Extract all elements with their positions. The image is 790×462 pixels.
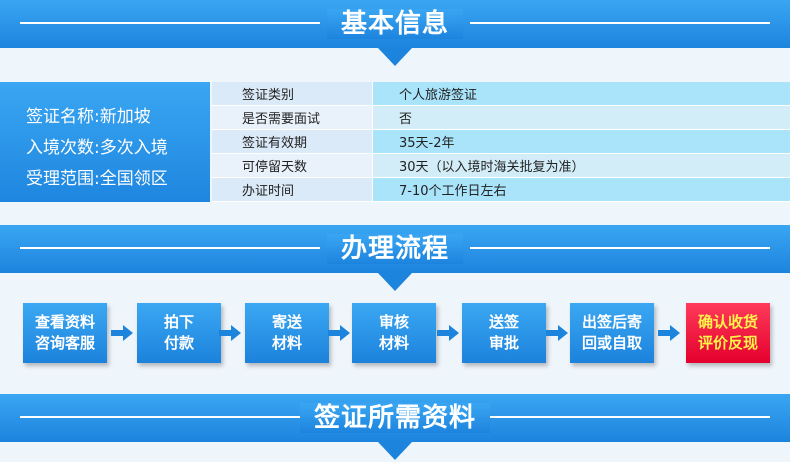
visa-info-table: 签证类别 个人旅游签证 是否需要面试 否 签证有效期 35天-2年 可停留天数 … (212, 82, 790, 202)
row-key: 签证类别 (212, 82, 373, 106)
section-banner-materials: 签证所需资料 (0, 394, 790, 442)
step-confirm-receipt: 确认收货 评价反现 (686, 303, 770, 363)
row-key: 是否需要面试 (212, 105, 373, 130)
banner-notch (378, 273, 412, 291)
step-label: 查看资料 咨询客服 (34, 313, 95, 352)
step-label: 确认收货 评价反现 (697, 313, 758, 352)
step-label: 出签后寄 回或自取 (581, 313, 642, 352)
table-row: 办证时间 7-10个工作日左右 (212, 177, 790, 202)
banner-line-right (490, 416, 770, 418)
banner-line-right (470, 22, 770, 24)
step-send-materials: 寄送 材料 (245, 303, 329, 363)
visa-summary: 签证名称:新加坡 入境次数:多次入境 受理范围:全国领区 (0, 82, 210, 202)
step-label: 审核 材料 (378, 313, 409, 352)
step-pay: 拍下 付款 (137, 303, 221, 363)
arrow-right-icon (437, 325, 459, 341)
step-return: 出签后寄 回或自取 (570, 303, 654, 363)
section-banner-process: 办理流程 (0, 225, 790, 273)
step-review-materials: 审核 材料 (352, 303, 436, 363)
visa-name: 签证名称:新加坡 (26, 107, 151, 127)
table-row: 可停留天数 30天（以入境时海关批复为准） (212, 153, 790, 178)
row-value: 个人旅游签证 (372, 82, 790, 106)
section-banner-basic-info: 基本信息 (0, 0, 790, 48)
table-row: 签证类别 个人旅游签证 (212, 82, 790, 106)
section-title: 办理流程 (326, 234, 463, 264)
table-row: 签证有效期 35天-2年 (212, 129, 790, 154)
step-view-info: 查看资料 咨询客服 (23, 303, 107, 363)
banner-notch (378, 442, 412, 460)
banner-line-left (20, 416, 300, 418)
arrow-right-icon (546, 325, 568, 341)
service-scope: 受理范围:全国领区 (26, 169, 168, 189)
section-title: 基本信息 (326, 9, 463, 39)
arrow-right-icon (658, 325, 680, 341)
arrow-right-icon (219, 325, 241, 341)
row-key: 签证有效期 (212, 129, 373, 154)
step-submit-visa: 送签 审批 (462, 303, 546, 363)
row-key: 可停留天数 (212, 153, 373, 178)
arrow-right-icon (111, 325, 133, 341)
basic-info-panel: 签证名称:新加坡 入境次数:多次入境 受理范围:全国领区 签证类别 个人旅游签证… (0, 82, 790, 202)
banner-line-right (470, 247, 770, 249)
row-value: 30天（以入境时海关批复为准） (372, 153, 790, 178)
banner-line-left (20, 247, 320, 249)
step-label: 送签 审批 (488, 313, 519, 352)
entry-times: 入境次数:多次入境 (26, 138, 168, 158)
step-label: 寄送 材料 (271, 313, 302, 352)
banner-line-left (20, 22, 320, 24)
row-key: 办证时间 (212, 177, 373, 202)
row-value: 7-10个工作日左右 (372, 177, 790, 202)
step-label: 拍下 付款 (163, 313, 194, 352)
table-row: 是否需要面试 否 (212, 105, 790, 130)
row-value: 否 (372, 105, 790, 130)
arrow-right-icon (328, 325, 350, 341)
section-title: 签证所需资料 (299, 403, 490, 433)
banner-notch (378, 48, 412, 66)
row-value: 35天-2年 (372, 129, 790, 154)
